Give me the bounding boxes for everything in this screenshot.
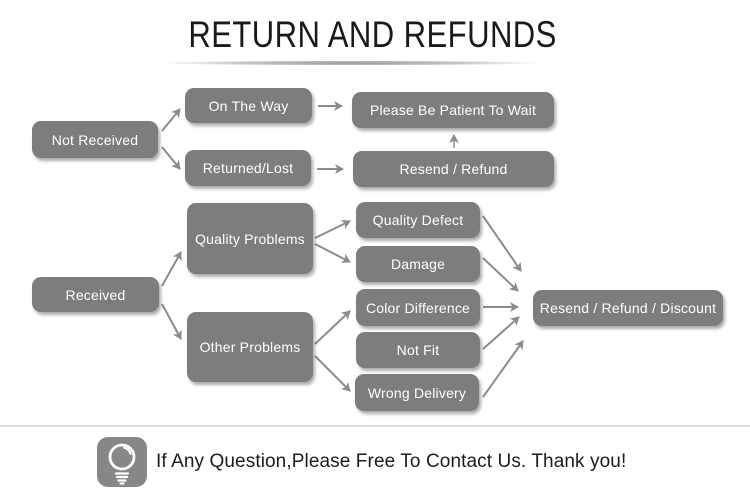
- node-wrong-delivery: Wrong Delivery: [355, 374, 479, 411]
- node-resend-refund: Resend / Refund: [353, 151, 554, 187]
- edge-not-received-to-returned-lost: [161, 146, 181, 170]
- edge-quality-problems-to-damage: [314, 243, 351, 263]
- footer-note-text: If Any Question,Please Free To Contact U…: [156, 451, 627, 472]
- edge-quality-defect-to-discount: [482, 215, 522, 272]
- node-damage: Damage: [356, 246, 480, 282]
- node-quality-defect: Quality Defect: [356, 202, 480, 238]
- edge-other-problems-to-color-difference: [314, 310, 351, 345]
- node-please-be-patient: Please Be Patient To Wait: [352, 92, 554, 128]
- node-on-the-way: On The Way: [185, 88, 312, 123]
- node-not-received: Not Received: [32, 121, 158, 158]
- footer-divider: [0, 425, 750, 427]
- page-title: RETURN AND REFUNDS: [188, 14, 557, 55]
- footer-note: If Any Question,Please Free To Contact U…: [97, 437, 626, 487]
- edge-other-problems-to-wrong-delivery: [314, 355, 351, 392]
- edge-wrong-delivery-to-discount: [482, 340, 524, 398]
- edge-not-fit-to-discount: [482, 316, 520, 350]
- title-underline: [156, 61, 546, 65]
- edge-not-received-to-on-the-way: [161, 108, 181, 132]
- edge-damage-to-discount: [482, 257, 519, 292]
- edge-received-to-other-problems: [161, 303, 182, 340]
- edge-received-to-quality-problems: [161, 251, 182, 287]
- node-quality-problems: Quality Problems: [187, 203, 313, 274]
- node-color-difference: Color Difference: [356, 289, 480, 326]
- node-not-fit: Not Fit: [356, 332, 480, 368]
- node-resend-refund-discount: Resend / Refund / Discount: [533, 290, 723, 326]
- edge-quality-problems-to-quality-defect: [314, 219, 351, 239]
- node-other-problems: Other Problems: [187, 312, 313, 382]
- node-received: Received: [32, 277, 159, 312]
- node-returned-lost: Returned/Lost: [185, 150, 311, 186]
- lightbulb-icon: [97, 437, 147, 487]
